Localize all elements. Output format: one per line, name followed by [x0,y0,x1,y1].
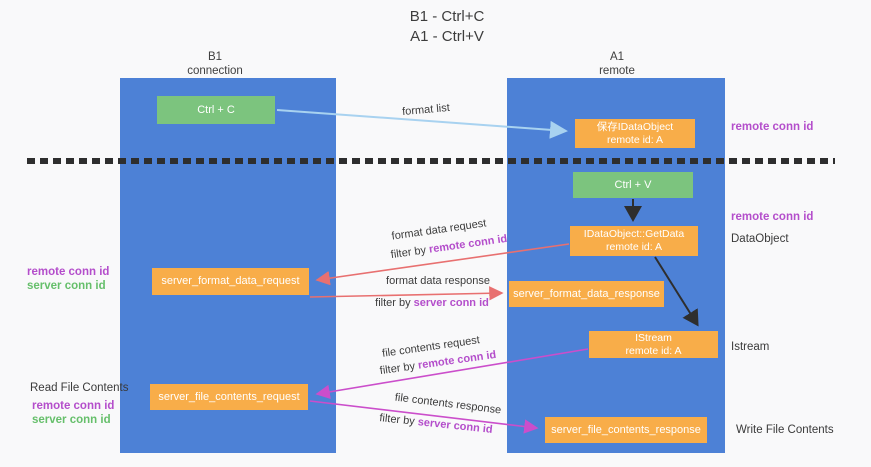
phase-divider-dashed-line [27,158,835,164]
arrow-getdata-to-istream [654,256,699,327]
save-idataobject-line2: remote id: A [606,133,664,146]
ctrl-c-label: Ctrl + C [197,103,235,116]
lane-a1-role: remote [599,65,635,77]
lane-b1-role: connection [187,65,243,77]
lane-b1-name: B1 [207,51,223,63]
node-ctrl-c: Ctrl + C [157,96,275,124]
server-file-contents-response-label: server_file_contents_response [551,423,701,436]
diagram-title: B1 - Ctrl+C A1 - Ctrl+V [410,7,485,47]
server-format-data-response-label: server_format_data_response [513,287,660,300]
lane-header-b1: B1 connection [187,50,243,78]
annotation-left-conn-ids-mid: remote conn id server conn id [27,266,109,293]
lane-a1-name: A1 [609,51,625,63]
node-server-format-data-response: server_format_data_response [509,281,664,307]
lane-header-a1: A1 remote [599,50,635,78]
title-line-1: B1 - Ctrl+C [409,8,485,25]
istream-line2: remote id: A [625,344,682,357]
arrow-file-contents-response [309,400,539,434]
node-idataobject-getdata: IDataObject::GetData remote id: A [570,226,698,256]
annotation-istream: Istream [731,341,770,353]
save-idataobject-line1: 保存IDataObject [596,120,674,133]
flow-label-format-data-response: format data response [386,275,490,287]
flow-filter-format-response: filter by server conn id [375,297,489,309]
getdata-line2: remote id: A [605,241,663,253]
getdata-line1: IDataObject::GetData [583,228,685,240]
istream-line1: IStream [635,331,672,344]
server-conn-id-label: server conn id [413,297,489,309]
node-save-idataobject: 保存IDataObject remote id: A [575,119,695,148]
node-istream: IStream remote id: A [589,331,718,358]
server-conn-id-label: server conn id [32,413,111,426]
server-file-contents-request-label: server_file_contents_request [158,390,300,403]
server-format-data-request-label: server_format_data_request [161,275,300,287]
annotation-remote-conn-id-top: remote conn id [731,121,814,133]
server-conn-id-label: server conn id [27,279,106,292]
arrow-format-data-request [315,243,570,286]
annotation-dataobject: DataObject [731,233,789,245]
arrow-format-data-response [309,286,504,301]
title-line-2: A1 - Ctrl+V [410,28,484,45]
node-server-file-contents-request: server_file_contents_request [150,384,308,410]
annotation-read-file-contents: Read File Contents [30,382,129,394]
annotation-left-conn-ids-bottom: remote conn id server conn id [32,400,114,427]
arrow-file-contents-request [315,348,589,400]
ctrl-v-label: Ctrl + V [614,178,652,191]
remote-conn-id-label: remote conn id [32,400,115,412]
node-server-format-data-request: server_format_data_request [152,268,309,295]
arrow-format-list [276,109,568,139]
filter-prefix: filter by [375,297,414,309]
remote-conn-id-label: remote conn id [27,266,110,278]
node-server-file-contents-response: server_file_contents_response [545,417,707,443]
node-ctrl-v: Ctrl + V [573,172,693,198]
annotation-remote-conn-id-mid: remote conn id [731,211,814,223]
annotation-write-file-contents: Write File Contents [736,424,834,436]
